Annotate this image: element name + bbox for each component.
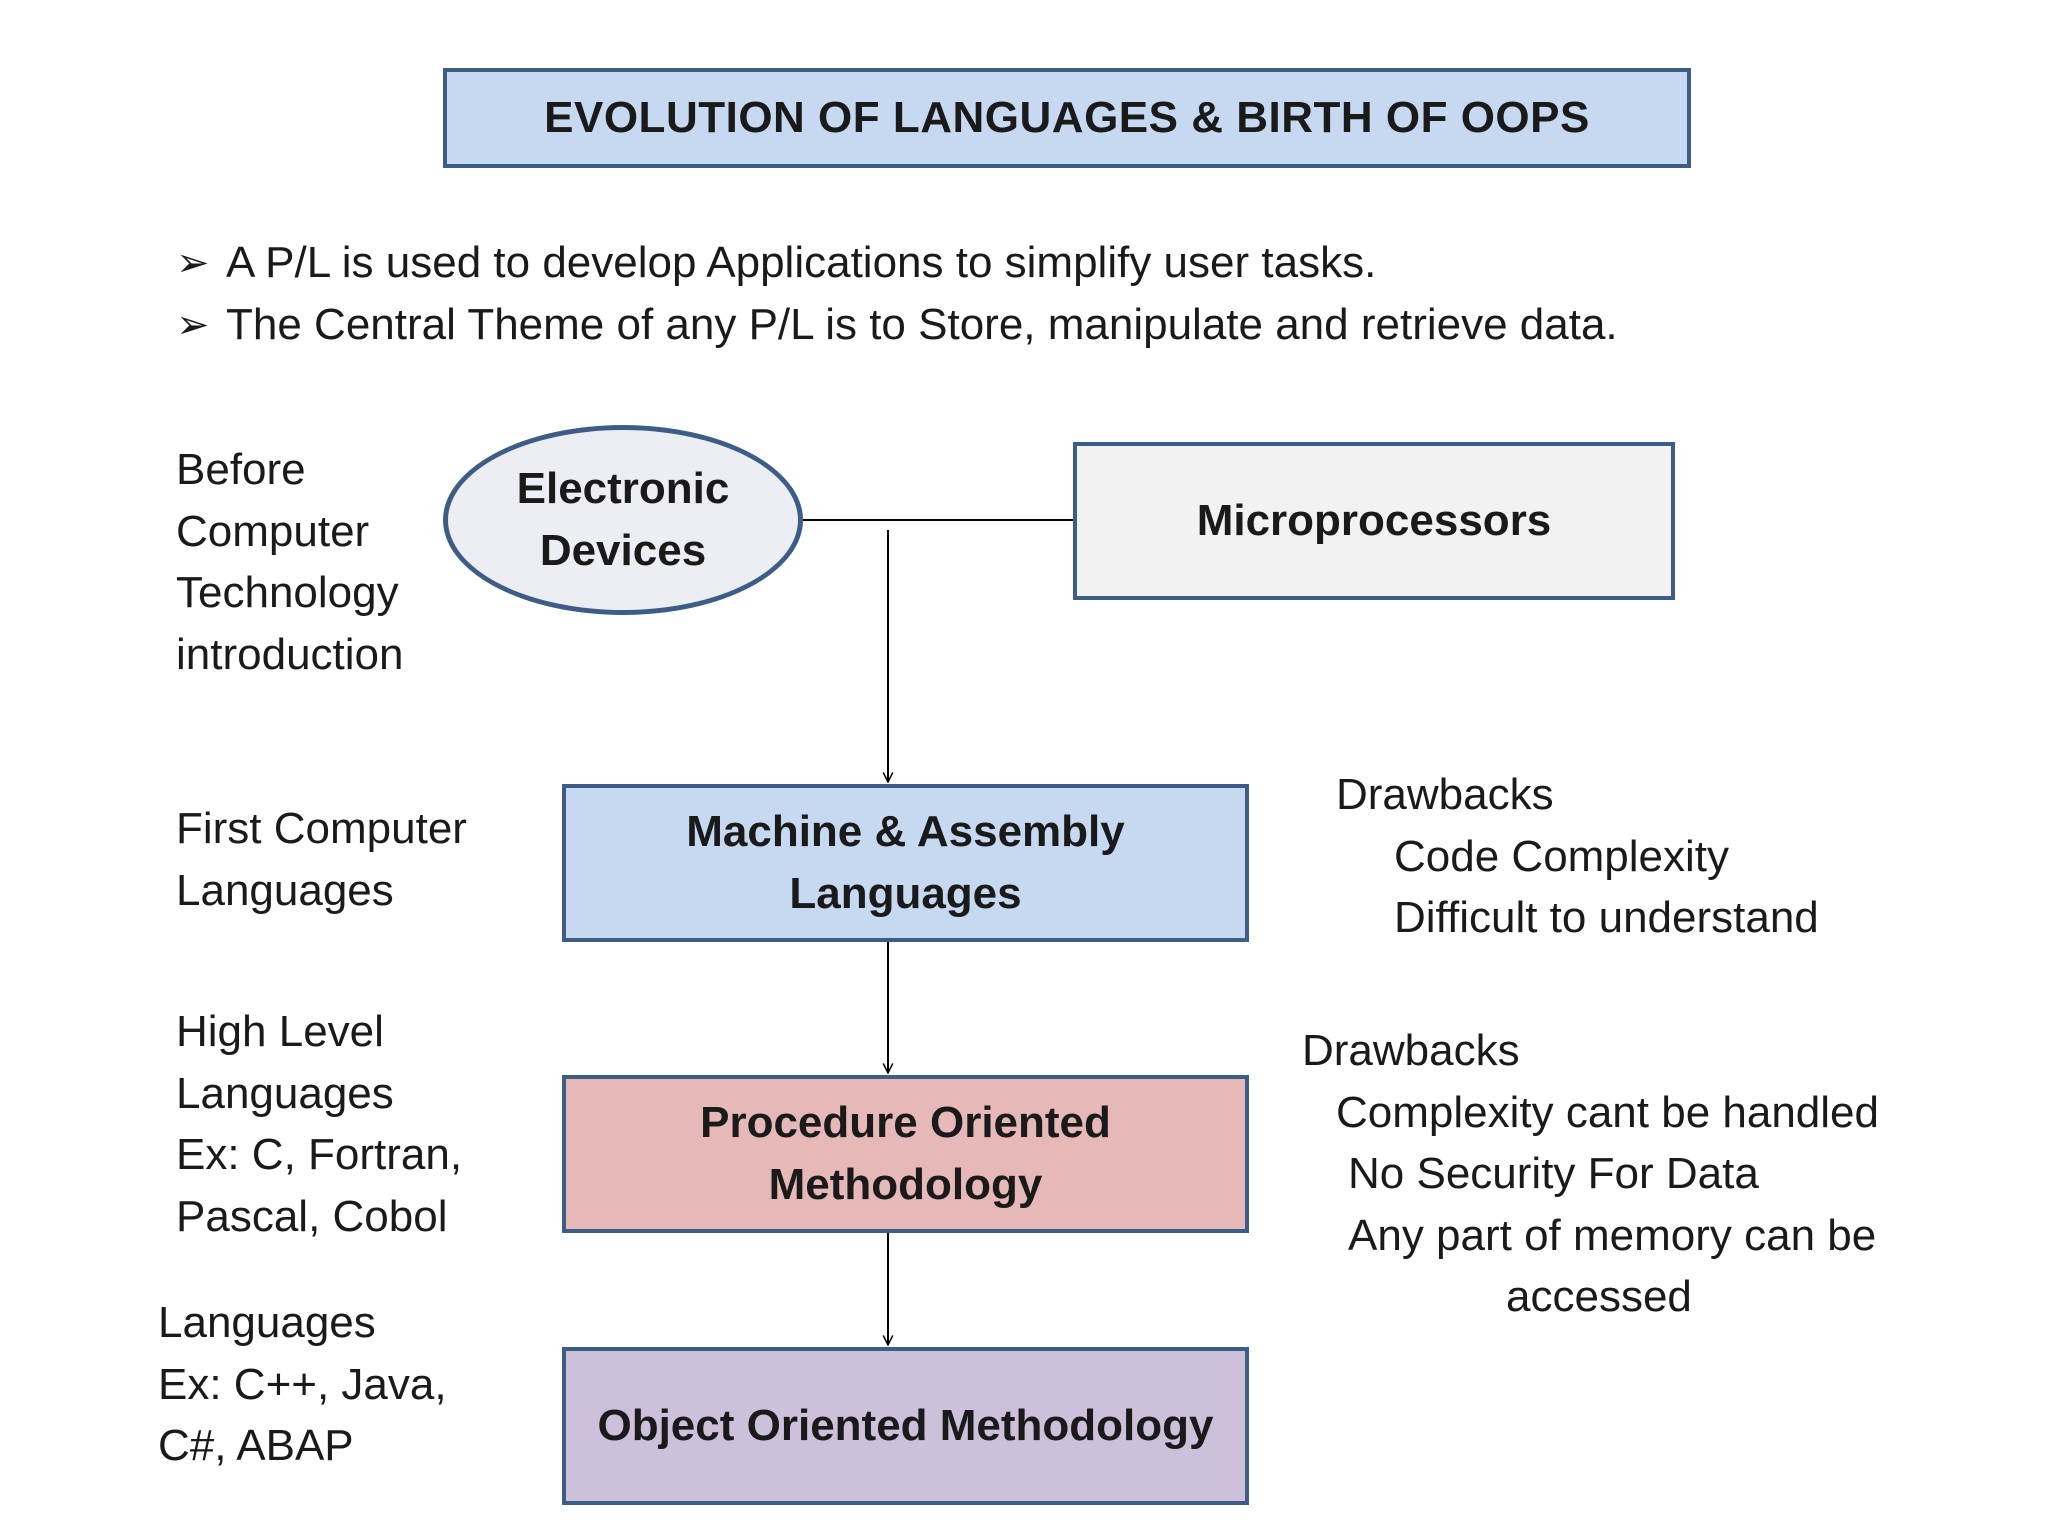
node-microprocessors: Microprocessors xyxy=(1073,442,1675,600)
drawback-item: No Security For Data xyxy=(1348,1149,1759,1198)
arrow-bullet-icon: ➢ xyxy=(176,303,210,347)
drawback-item: Complexity cant be handled xyxy=(1336,1087,1879,1137)
bullet-text: The Central Theme of any P/L is to Store… xyxy=(226,300,1618,349)
bullet-item: ➢ A P/L is used to develop Applications … xyxy=(176,232,1976,294)
diagram-title: EVOLUTION OF LANGUAGES & BIRTH OF OOPS xyxy=(443,68,1691,168)
node-label: Devices xyxy=(539,526,707,575)
note-before-computers: Before Computer Technology introduction xyxy=(176,439,403,685)
drawbacks-procedure: Drawbacks Complexity cant be handled No … xyxy=(1302,1020,1879,1328)
node-object-oriented: Object Oriented Methodology xyxy=(562,1347,1249,1505)
drawbacks-heading: Drawbacks xyxy=(1336,770,1554,819)
node-electronic-devices: Electronic Devices xyxy=(443,425,803,615)
note-oo-languages: Languages Ex: C++, Java, C#, ABAP xyxy=(158,1292,447,1477)
node-procedure-oriented: Procedure Oriented Methodology xyxy=(562,1075,1249,1233)
drawback-item: Any part of memory can be xyxy=(1348,1210,1877,1260)
drawback-item: accessed xyxy=(1506,1272,1692,1321)
note-high-level: High Level Languages Ex: C, Fortran, Pas… xyxy=(176,1001,462,1247)
node-label: Languages xyxy=(789,869,1022,918)
note-first-languages: First Computer Languages xyxy=(176,798,467,921)
note-line: introduction xyxy=(176,629,404,679)
note-line: Computer xyxy=(176,506,370,556)
node-label: Electronic xyxy=(516,464,730,513)
note-line: Before xyxy=(176,445,306,494)
note-line: Technology xyxy=(176,568,399,617)
node-label: Microprocessors xyxy=(1196,496,1552,545)
note-line: C#, ABAP xyxy=(158,1421,354,1470)
arrow-bullet-icon: ➢ xyxy=(176,241,210,285)
note-line: Languages xyxy=(176,865,394,915)
bullet-item: ➢ The Central Theme of any P/L is to Sto… xyxy=(176,294,1976,356)
note-line: Pascal, Cobol xyxy=(176,1191,448,1241)
note-line: Ex: C++, Java, xyxy=(158,1359,447,1409)
node-label: Methodology xyxy=(768,1160,1043,1209)
note-line: First Computer xyxy=(176,804,467,853)
drawbacks-machine: Drawbacks Code Complexity Difficult to u… xyxy=(1336,764,1819,949)
drawback-item: Code Complexity xyxy=(1394,831,1730,881)
note-line: Languages xyxy=(158,1298,376,1347)
note-line: High Level xyxy=(176,1007,384,1056)
drawbacks-heading: Drawbacks xyxy=(1302,1026,1520,1075)
node-label: Machine & Assembly xyxy=(686,807,1125,856)
drawback-item: Difficult to understand xyxy=(1394,893,1819,942)
note-line: Languages xyxy=(176,1068,394,1118)
node-machine-assembly: Machine & Assembly Languages xyxy=(562,784,1249,942)
note-line: Ex: C, Fortran, xyxy=(176,1130,463,1179)
intro-bullets: ➢ A P/L is used to develop Applications … xyxy=(176,232,1976,356)
node-label: Object Oriented Methodology xyxy=(597,1401,1214,1450)
bullet-text: A P/L is used to develop Applications to… xyxy=(226,238,1377,287)
node-label: Procedure Oriented xyxy=(700,1098,1111,1147)
